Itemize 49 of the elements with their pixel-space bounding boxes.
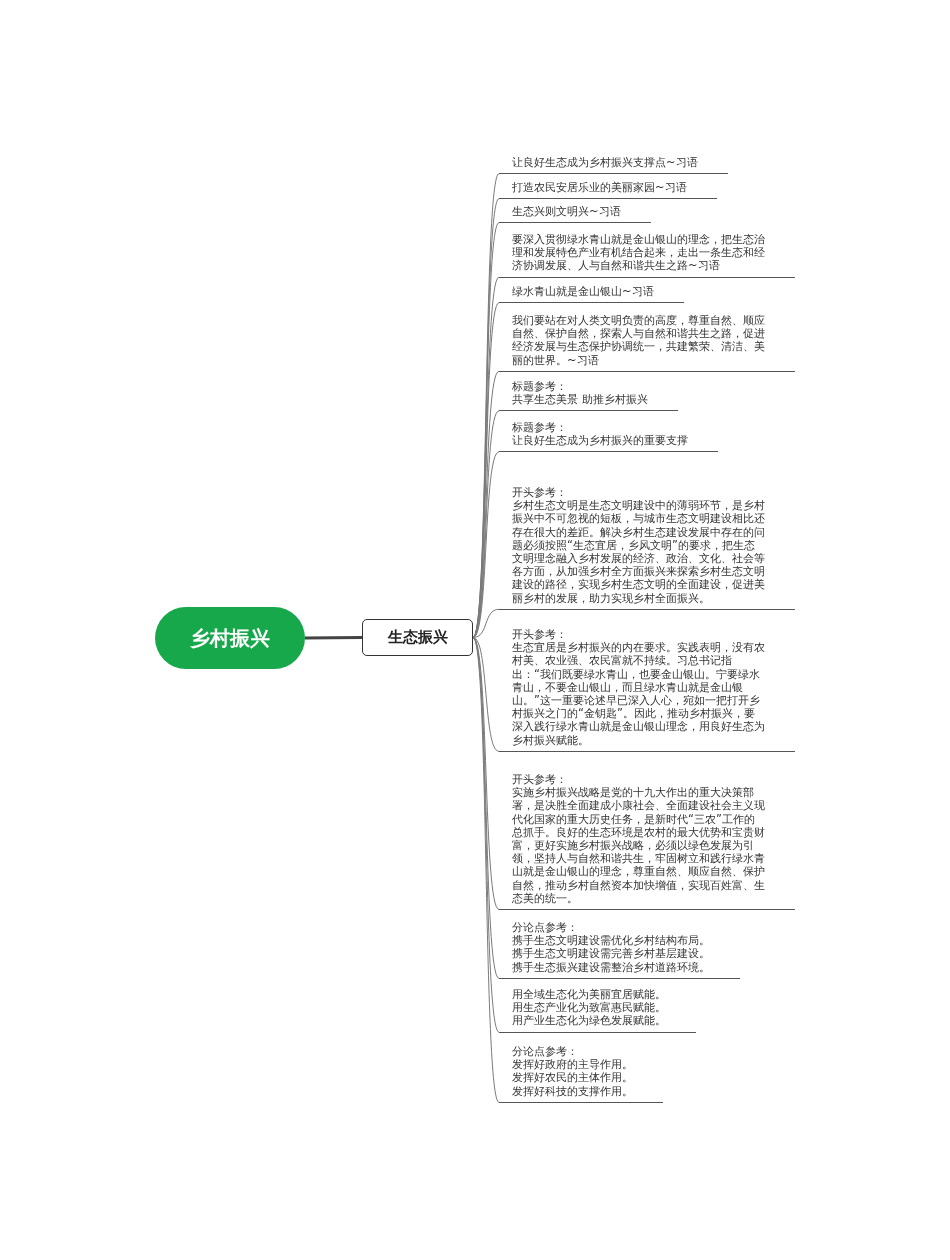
topic-text: 绿水青山就是金山银山~习语 [512,285,654,299]
topic-text: 用全域生态化为美丽宜居赋能。 [512,988,666,1002]
leaf-topic [499,771,795,911]
topic-text: 标题参考： [512,380,568,393]
topic-text: 生态兴则文明兴~习语 [512,205,621,219]
topic-text: 开头参考： [512,486,568,500]
topic-text: 发挥好农民的主体作用。 [512,1071,633,1085]
topic-text: 实施乡村振兴战略是党的十九大作出的重大决策部署，是决胜全面建成小康社会、全面建设社会主义现代化国家的重大历史任务，是新时代“三农”工作的总抓手。良好的生态环境是农村的最大优势和宝贵财富，更好实施乡村振兴战略，必须以绿色发展为引领，坚持人与自然和谐共生，牢固树立和践行绿水青山就是金山银山的理念，尊重自然、顺应自然、保护自然，推动乡村自然资本加快增值，实现百姓富、生态美的统一。 [512,786,765,906]
topic-text: 让良好生态成为乡村振兴的重要支撑 [512,434,688,448]
topic-text: 共享生态美景 助推乡村振兴 [512,393,648,407]
leaf-topic [499,312,795,372]
topic-text: 用生态产业化为致富惠民赋能。 [512,1001,666,1015]
branch-curve [472,451,500,638]
topic-text: 发挥好政府的主导作用。 [512,1058,633,1072]
branch-curve [472,608,500,638]
leaf-topic [499,484,795,610]
topic-text: 要深入贯彻绿水青山就是金山银山的理念，把生态治理和发展特色产业有机结合起来，走出一条生态和经济协调发展、人与自然和谐共生之路~习语 [512,233,765,273]
topic-text: 携手生态文明建设需完善乡村基层建设。 [512,947,710,961]
topic-text: 乡村生态文明是生态文明建设中的薄弱环节，是乡村振兴中不可忽视的短板，与城市生态文明建设相比还存在很大的差距。解决乡村生态建设发展中存在的问题必须按照“生态宜居，乡风文明”的要求，把生态文明理念融入乡村发展的经济、政治、文化、社会等各方面，从加强乡村全方面振兴来探索乡村生态文明建设的路径，实现乡村生态文明的全面建设，促进美丽乡村的发展，助力实现乡村全面振兴。 [512,499,765,605]
branch-curve [472,637,500,911]
leaf-topic [499,203,651,224]
leaf-topic [499,626,795,752]
branch-curve [472,637,500,752]
topic-text: 用产业生态化为绿色发展赋能。 [512,1014,666,1028]
leaf-topic [499,283,684,304]
topic-text: 生态宜居是乡村振兴的内在要求。实践表明，没有农村美、农业强、农民富就不持续。习总书记指出：“我们既要绿水青山，也要金山银山。宁要绿水青山，不要金山银山，而且绿水青山就是金山银山。”这一重要论述早已深入人心，宛如一把打开乡村振兴之门的“金钥匙”。因此，推动乡村振兴，要深入践行绿水青山就是金山银山理念，用良好生态为乡村振兴赋能。 [512,641,765,747]
leaf-topic [499,419,718,453]
topic-text: 让良好生态成为乡村振兴支撑点~习语 [512,156,698,170]
topic-text: 开头参考： [512,628,568,642]
subtopic-box: 生态振兴 [362,619,473,656]
topic-text: 分论点参考： [512,921,579,934]
topic-text: 我们要站在对人类文明负责的高度，尊重自然、顺应自然、保护自然，探索人与自然和谐共生之路，促进经济发展与生态保护协调统一，共建繁荣、清洁、美丽的世界。~习语 [512,314,765,367]
topic-text: 打造农民安居乐业的美丽家园~习语 [512,181,687,195]
leaf-topic [499,986,696,1033]
topic-text: 标题参考： [512,421,568,435]
connector-line [305,636,362,640]
leaf-topic [499,231,795,278]
topic-text: 携手生态振兴建设需整治乡村道路环境。 [512,960,710,974]
leaf-topic [499,1043,663,1103]
branch-curve [472,637,500,1103]
topic-text: 开头参考： [512,773,568,787]
leaf-topic [499,378,678,412]
central-topic-pill: 乡村振兴 [155,607,305,669]
topic-text: 携手生态文明建设需优化乡村结构布局。 [512,934,710,948]
topic-text: 分论点参考： [512,1045,579,1059]
topic-text: 发挥好科技的支撑作用。 [512,1084,633,1098]
leaf-topic [499,179,717,200]
leaf-topic [499,154,728,175]
leaf-topic [499,919,740,979]
